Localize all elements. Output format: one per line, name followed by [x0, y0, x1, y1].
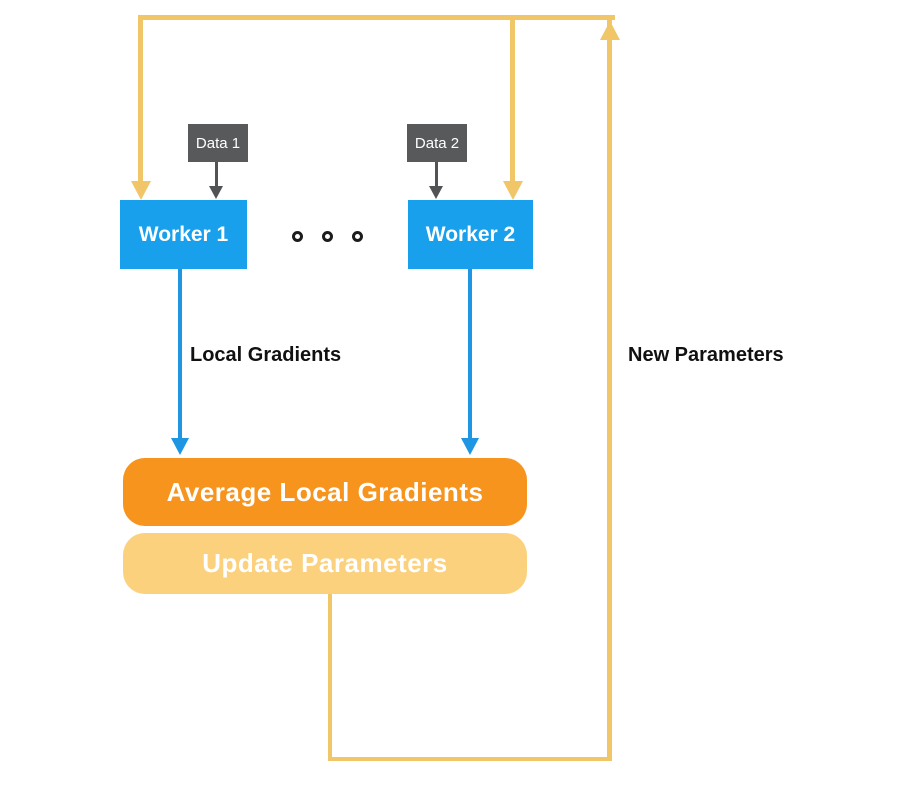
data2-label: Data 2: [414, 134, 460, 152]
arrow-down-into-worker1-icon: [131, 181, 151, 200]
update-parameters-label: Update Parameters: [202, 548, 448, 578]
param-loop-top-line: [138, 15, 615, 20]
ellipsis-dot-icon: [322, 231, 333, 242]
data1-label: Data 1: [195, 134, 241, 152]
ellipsis-dot-icon: [352, 231, 363, 242]
worker2-gradient-arrow-line: [468, 269, 472, 440]
data1-node: Data 1: [188, 124, 248, 162]
param-loop-update-line: [328, 593, 332, 759]
average-gradients-node: Average Local Gradients: [123, 458, 527, 526]
worker1-node: Worker 1: [120, 200, 247, 269]
param-loop-branch-line: [510, 15, 515, 183]
worker2-gradient-arrowhead-icon: [461, 438, 479, 455]
arrow-down-into-worker2-icon: [503, 181, 523, 200]
worker1-gradient-arrow-line: [178, 269, 182, 440]
update-parameters-node: Update Parameters: [123, 533, 527, 594]
arrow-up-new-parameters-icon: [600, 21, 620, 40]
worker2-label: Worker 2: [425, 222, 516, 246]
worker-ellipsis: [292, 231, 363, 242]
average-gradients-label: Average Local Gradients: [166, 476, 484, 507]
data2-arrowhead-icon: [429, 186, 443, 199]
param-loop-left-line: [138, 15, 143, 183]
data1-arrowhead-icon: [209, 186, 223, 199]
ellipsis-dot-icon: [292, 231, 303, 242]
data1-arrow-line: [215, 162, 218, 188]
data2-node: Data 2: [407, 124, 467, 162]
param-loop-bottom-line: [328, 757, 611, 761]
worker2-node: Worker 2: [408, 200, 533, 269]
local-gradients-label: Local Gradients: [190, 344, 342, 366]
param-loop-right-line: [607, 20, 612, 761]
data2-arrow-line: [435, 162, 438, 188]
new-parameters-label: New Parameters: [628, 344, 784, 366]
worker1-label: Worker 1: [138, 222, 229, 246]
worker1-gradient-arrowhead-icon: [171, 438, 189, 455]
